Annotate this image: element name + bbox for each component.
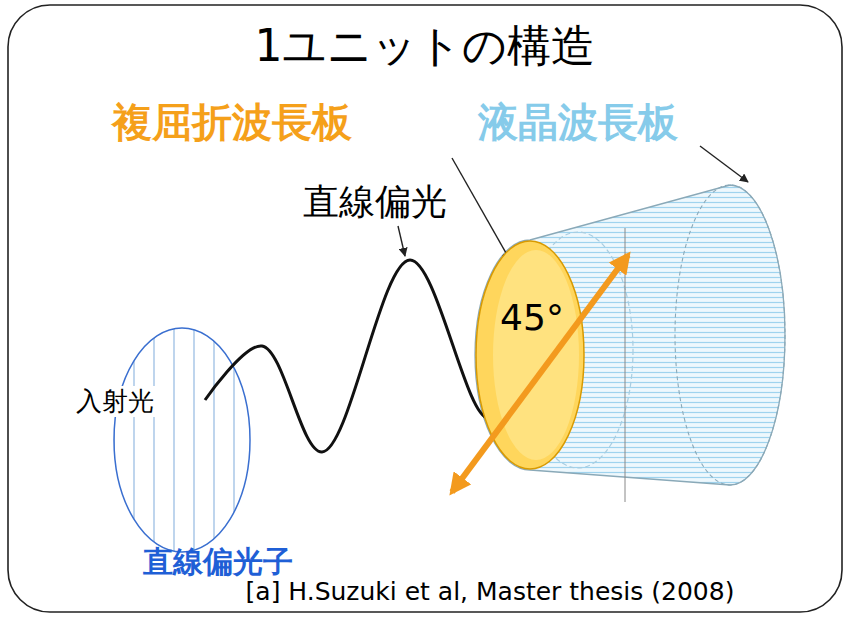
- part-label: 入射光: [73, 386, 157, 417]
- polarizer-stripe: [153, 320, 154, 560]
- part-label: 直線偏光子: [143, 545, 293, 578]
- polarizer-stripe: [193, 320, 194, 560]
- polarizer: [114, 320, 250, 560]
- leader-line: [452, 158, 510, 260]
- part-label: 直線偏光: [303, 182, 447, 222]
- polarizer-stripe: [213, 320, 214, 560]
- birefringent-plate: 45°: [475, 240, 585, 470]
- leader-line: [700, 146, 748, 182]
- polarizer-stripe: [133, 320, 134, 560]
- citation-note: [a] H.Suzuki et al, Master thesis (2008): [246, 578, 735, 606]
- liquid-crystal-plate: [475, 185, 785, 502]
- frame: [8, 5, 842, 612]
- axis-arrow: [475, 240, 585, 470]
- plate-highlight: [493, 250, 579, 460]
- polarizer-stripe: [173, 320, 174, 560]
- axis-arrow: [452, 255, 628, 492]
- leader-line: [398, 226, 405, 256]
- part-label: 複屈折波長板: [112, 100, 352, 144]
- part-label: 液晶波長板: [478, 100, 678, 144]
- angle-label: 45°: [500, 298, 564, 338]
- polarizer-stripe: [233, 320, 234, 560]
- diagram-title: 1ユニットの構造: [255, 22, 596, 70]
